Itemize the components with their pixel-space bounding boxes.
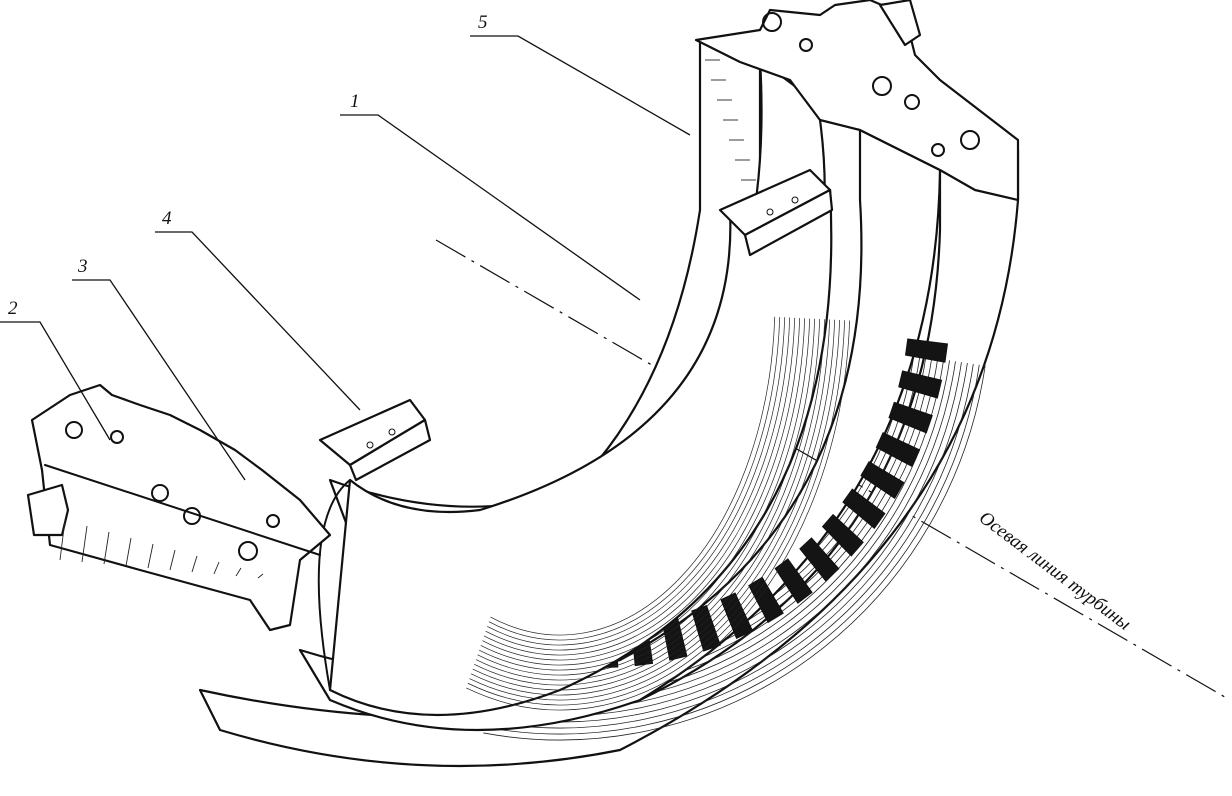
axis-label: Осевая линия турбины (975, 507, 1135, 635)
callout-1: 1 (350, 91, 360, 112)
leader-3 (72, 279, 246, 481)
inner-ring-hatching (466, 316, 850, 711)
guide-blade (875, 432, 921, 468)
leader-2 (0, 321, 111, 441)
split-key-left (318, 398, 432, 482)
callout-2: 2 (8, 298, 18, 319)
right-split-flange (694, 0, 1020, 202)
callout-3: 3 (77, 256, 88, 277)
guide-blade (888, 401, 933, 434)
guide-blade (821, 513, 864, 557)
guide-blade (799, 537, 840, 582)
split-key-right (718, 168, 834, 257)
callout-5: 5 (478, 12, 488, 33)
guide-blade (748, 576, 784, 624)
guide-blade (842, 488, 886, 529)
callout-4: 4 (162, 208, 172, 229)
guide-blade (860, 461, 905, 500)
leader-1 (340, 114, 641, 301)
left-split-flange (26, 383, 332, 632)
leader-5 (470, 35, 691, 136)
guide-blade (898, 370, 943, 399)
guide-blade (904, 338, 949, 363)
leader-4 (155, 231, 361, 411)
inner-ring-body (317, 188, 850, 717)
guide-blade (774, 558, 813, 604)
leader-lines (0, 35, 691, 481)
